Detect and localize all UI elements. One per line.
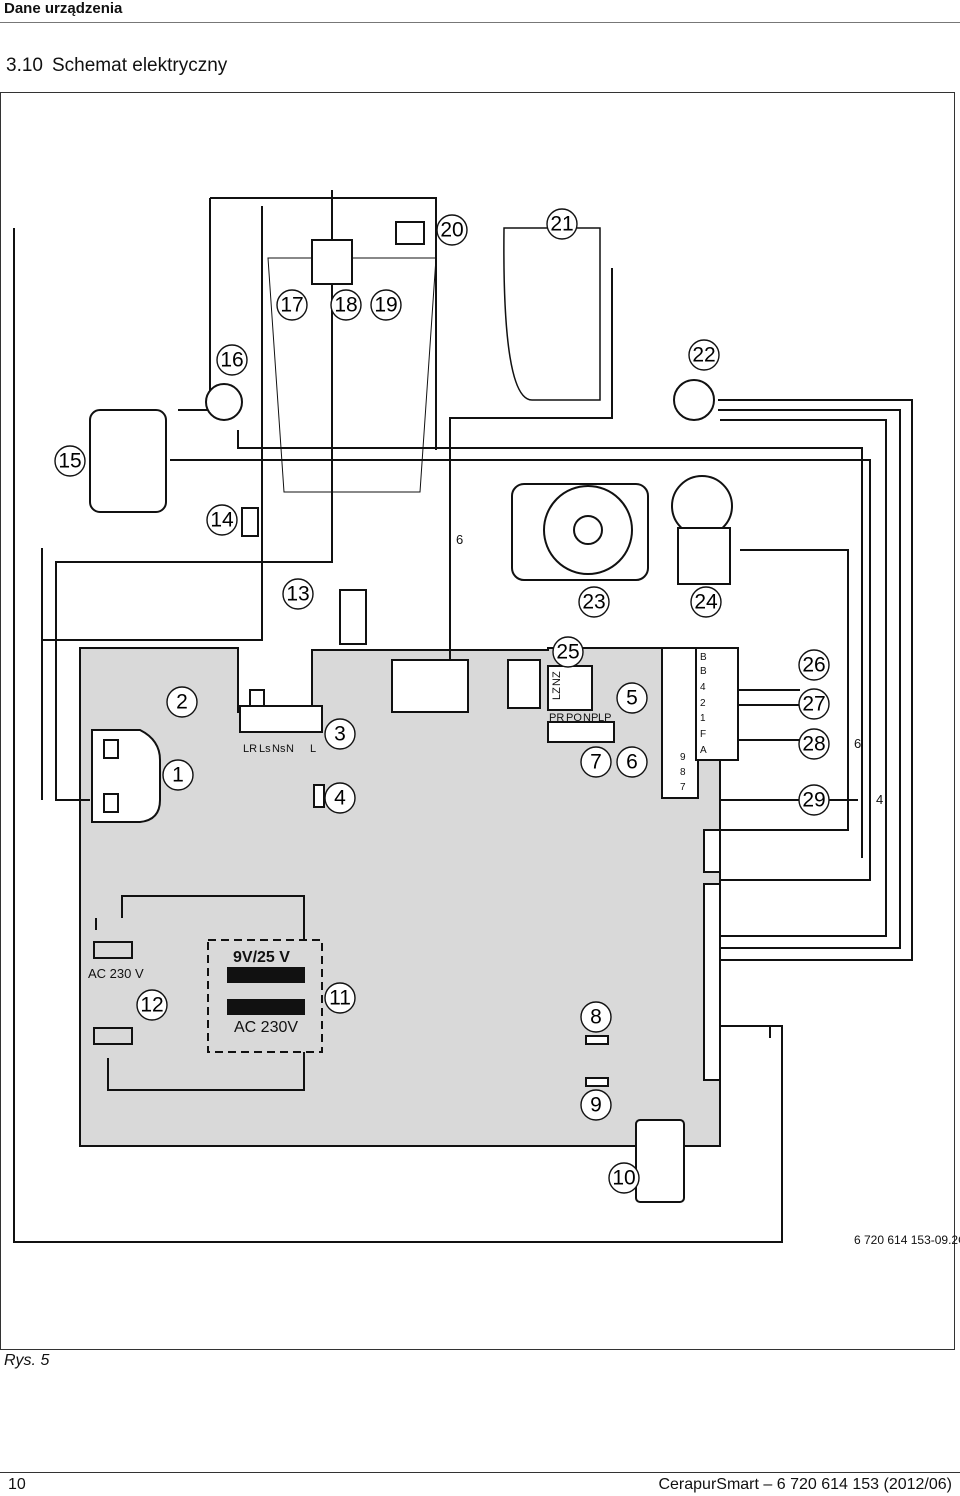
callout-10: 10 xyxy=(608,1162,640,1194)
terminal-po: PO xyxy=(566,712,582,724)
callout-20: 20 xyxy=(436,214,468,246)
callout-23: 23 xyxy=(578,586,610,618)
terminal-8: 8 xyxy=(680,767,686,778)
svg-text:26: 26 xyxy=(802,654,825,677)
svg-text:22: 22 xyxy=(692,344,715,367)
svg-text:6: 6 xyxy=(626,751,638,774)
svg-text:19: 19 xyxy=(374,294,397,317)
callout-15: 15 xyxy=(54,445,86,477)
terminal-b2: B xyxy=(700,666,707,677)
terminal-lp: LP xyxy=(598,712,611,724)
callout-3: 3 xyxy=(324,718,356,750)
footer-document: CerapurSmart – 6 720 614 153 (2012/06) xyxy=(658,1476,952,1493)
callout-9: 9 xyxy=(580,1089,612,1121)
section-title: Schemat elektryczny xyxy=(52,55,228,76)
svg-text:14: 14 xyxy=(210,509,234,532)
terminal-ns: Ns xyxy=(272,743,286,755)
terminal-ls: Ls xyxy=(259,743,271,755)
callout-1: 1 xyxy=(162,759,194,791)
svg-text:18: 18 xyxy=(334,294,357,317)
callout-11: 11 xyxy=(324,982,356,1014)
svg-text:16: 16 xyxy=(220,349,243,372)
terminal-np: NP xyxy=(583,712,598,724)
figure-frame xyxy=(0,92,955,1350)
figure-caption: Rys. 5 xyxy=(4,1352,50,1369)
svg-text:2: 2 xyxy=(176,691,188,714)
footer-rule xyxy=(0,1472,960,1473)
svg-text:9: 9 xyxy=(590,1094,602,1117)
terminal-1: 1 xyxy=(700,713,706,724)
callout-26: 26 xyxy=(798,649,830,681)
terminal-9: 9 xyxy=(680,752,686,763)
terminal-n: N xyxy=(286,743,294,755)
callout-2: 2 xyxy=(166,686,198,718)
svg-text:20: 20 xyxy=(440,219,463,242)
terminal-l: L xyxy=(310,743,316,755)
ac-label: AC 230 V xyxy=(88,966,144,981)
callout-25: 25 xyxy=(552,636,584,668)
terminal-b1: B xyxy=(700,652,707,663)
callout-28: 28 xyxy=(798,728,830,760)
header-section-title: Dane urządzenia xyxy=(4,0,123,17)
terminal-7: 7 xyxy=(680,782,686,793)
section-number: 3.10 xyxy=(6,55,43,76)
transformer-lower-label: AC 230V xyxy=(234,1019,298,1036)
svg-text:21: 21 xyxy=(550,213,573,236)
svg-text:17: 17 xyxy=(280,294,303,317)
callout-8: 8 xyxy=(580,1001,612,1033)
svg-text:8: 8 xyxy=(590,1006,602,1029)
svg-text:23: 23 xyxy=(582,591,605,614)
callout-14: 14 xyxy=(206,504,238,536)
svg-text:24: 24 xyxy=(694,591,718,614)
callout-4: 4 xyxy=(324,782,356,814)
svg-text:28: 28 xyxy=(802,733,825,756)
callout-7: 7 xyxy=(580,746,612,778)
diagram-code: 6 720 614 153-09.2O xyxy=(854,1233,960,1247)
svg-text:1: 1 xyxy=(172,764,184,787)
callout-5: 5 xyxy=(616,682,648,714)
svg-text:12: 12 xyxy=(140,994,163,1017)
callout-19: 19 xyxy=(370,289,402,321)
svg-text:13: 13 xyxy=(286,583,309,606)
callout-21: 21 xyxy=(546,208,578,240)
callout-6: 6 xyxy=(616,746,648,778)
svg-text:5: 5 xyxy=(626,687,638,710)
terminal-pr: PR xyxy=(549,712,564,724)
header-rule xyxy=(0,22,960,23)
terminal-lr: LR xyxy=(243,743,257,755)
svg-text:7: 7 xyxy=(590,751,602,774)
callout-16: 16 xyxy=(216,344,248,376)
callout-27: 27 xyxy=(798,688,830,720)
section-heading: 3.10 Schemat elektryczny xyxy=(6,55,227,77)
svg-text:27: 27 xyxy=(802,693,825,716)
svg-text:11: 11 xyxy=(329,987,351,1010)
callout-13: 13 xyxy=(282,578,314,610)
callout-18: 18 xyxy=(330,289,362,321)
page-number: 10 xyxy=(8,1476,26,1493)
svg-text:29: 29 xyxy=(802,789,825,812)
svg-text:3: 3 xyxy=(334,723,346,746)
svg-text:15: 15 xyxy=(58,450,81,473)
svg-text:10: 10 xyxy=(612,1167,635,1190)
callout-12: 12 xyxy=(136,989,168,1021)
wire-mark-6a: 6 xyxy=(456,532,463,547)
terminal-2: 2 xyxy=(700,698,706,709)
svg-text:25: 25 xyxy=(556,641,579,664)
svg-text:4: 4 xyxy=(334,787,346,810)
callout-29: 29 xyxy=(798,784,830,816)
callout-22: 22 xyxy=(688,339,720,371)
callout-17: 17 xyxy=(276,289,308,321)
terminal-nz: NZ xyxy=(551,671,563,686)
wire-mark-4: 4 xyxy=(876,792,883,807)
terminal-lz: LZ xyxy=(551,687,563,700)
terminal-a: A xyxy=(700,745,707,756)
callout-24: 24 xyxy=(690,586,722,618)
wire-mark-6b: 6 xyxy=(854,736,861,751)
terminal-f: F xyxy=(700,729,706,740)
terminal-4: 4 xyxy=(700,682,706,693)
transformer-upper-label: 9V/25 V xyxy=(233,949,290,966)
